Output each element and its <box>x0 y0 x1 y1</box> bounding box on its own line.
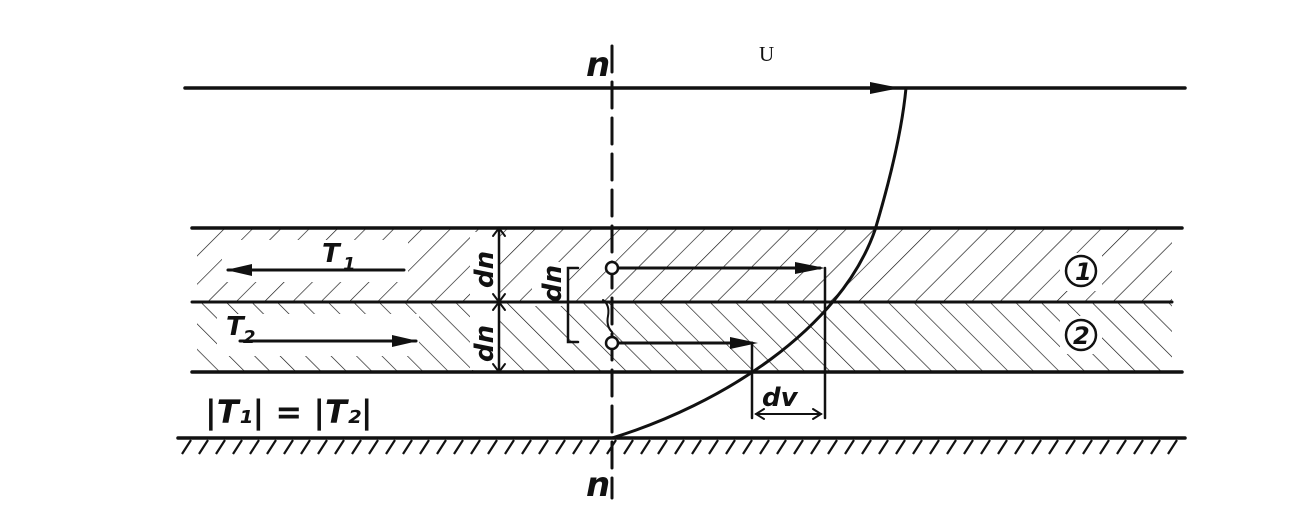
tau2-subscript: 2 <box>243 327 256 348</box>
wall-hatch-stroke <box>249 439 260 455</box>
wall-hatch-stroke <box>1116 439 1127 455</box>
wall-hatch-stroke <box>232 439 243 455</box>
wall-hatch-stroke <box>657 439 668 455</box>
wall-hatch-stroke <box>1133 439 1144 455</box>
wall-hatch-stroke <box>419 439 430 455</box>
velocity-profile-curve <box>610 86 908 440</box>
wall-hatch-stroke <box>895 439 906 455</box>
wall-hatch-stroke <box>283 439 294 455</box>
dv-arrow-right <box>812 408 823 420</box>
wall-hatch-stroke <box>521 439 532 455</box>
dn-left-tick-mid-b <box>492 300 506 311</box>
wall-hatch-stroke <box>1065 439 1076 455</box>
tau2-label-bg <box>217 314 419 356</box>
wall-hatch-stroke <box>572 439 583 455</box>
wall-hatch-stroke <box>453 439 464 455</box>
wall-hatch-stroke <box>385 439 396 455</box>
wall-hatch-stroke <box>691 439 702 455</box>
wall-hatch-stroke <box>861 439 872 455</box>
wall-hatch-stroke <box>368 439 379 455</box>
dn-left-tick-bottom <box>492 363 506 374</box>
wall-hatch-stroke <box>963 439 974 455</box>
velocity-vector-upper-head <box>795 262 825 274</box>
tau2-label: T <box>226 312 246 342</box>
wall-hatch-stroke <box>980 439 991 455</box>
dv-label: dv <box>762 383 799 413</box>
velocity-vector-lower-head <box>730 337 758 349</box>
wall-hatch-stroke <box>929 439 940 455</box>
wall-hatching <box>181 439 1178 455</box>
tau1-label: T <box>322 239 342 269</box>
wall-hatch-stroke <box>555 439 566 455</box>
tau1-subscript: 1 <box>343 254 356 275</box>
wall-hatch-stroke <box>725 439 736 455</box>
wall-hatch-stroke <box>198 439 209 455</box>
wall-hatch-stroke <box>351 439 362 455</box>
wall-hatch-stroke <box>844 439 855 455</box>
wall-hatch-stroke <box>878 439 889 455</box>
wall-hatch-stroke <box>759 439 770 455</box>
dn-mid-label-bg <box>532 262 568 306</box>
equality-label: |T₁| = |T₂| <box>205 393 373 432</box>
dv-arrow-left <box>754 408 765 420</box>
wall-hatch-stroke <box>334 439 345 455</box>
wall-hatch-stroke <box>623 439 634 455</box>
wall-hatch-stroke <box>470 439 481 455</box>
wall-hatch-stroke <box>181 439 192 455</box>
wall-hatch-stroke <box>300 439 311 455</box>
wall-hatch-stroke <box>946 439 957 455</box>
wall-hatch-stroke <box>827 439 838 455</box>
dn-label-mid: dn <box>538 265 568 302</box>
wall-hatch-stroke <box>810 439 821 455</box>
layer-2-circle <box>1064 318 1098 352</box>
wall-hatch-stroke <box>266 439 277 455</box>
dn-label-left-lower: dn <box>470 325 500 362</box>
layer-1-number: 1 <box>1075 258 1092 286</box>
wall-hatch-stroke <box>997 439 1008 455</box>
wall-hatch-stroke <box>1014 439 1025 455</box>
wall-hatch-stroke <box>1031 439 1042 455</box>
wall-hatch-stroke <box>487 439 498 455</box>
tau2-arrowhead <box>392 335 418 347</box>
wall-hatch-stroke <box>215 439 226 455</box>
wall-hatch-stroke <box>589 439 600 455</box>
wall-hatch-stroke <box>912 439 923 455</box>
wall-hatch-stroke <box>1167 439 1178 455</box>
dn-mid-bracket <box>566 266 580 344</box>
wall-hatch-stroke <box>1099 439 1110 455</box>
tau1-arrowhead <box>226 264 252 276</box>
wall-hatch-stroke <box>640 439 651 455</box>
wall-hatch-stroke <box>1082 439 1093 455</box>
wall-hatch-stroke <box>504 439 515 455</box>
dn-left-tick-top <box>492 226 506 237</box>
wall-hatch-stroke <box>1048 439 1059 455</box>
point-upper <box>604 260 620 276</box>
dn-mid-brace-right <box>602 299 613 333</box>
wall-hatch-stroke <box>776 439 787 455</box>
wall-hatch-stroke <box>708 439 719 455</box>
wall-hatch-stroke <box>317 439 328 455</box>
layer-2-number: 2 <box>1073 322 1090 350</box>
layer-1-circle <box>1064 254 1098 288</box>
wall-hatch-stroke <box>742 439 753 455</box>
tau1-label-bg <box>222 240 408 282</box>
velocity-label: U <box>759 42 774 66</box>
wall-hatch-stroke <box>674 439 685 455</box>
point-lower <box>604 335 620 351</box>
axis-label-top: n <box>586 45 610 85</box>
wall-hatch-stroke <box>1150 439 1161 455</box>
velocity-arrowhead <box>870 82 900 94</box>
wall-hatch-stroke <box>793 439 804 455</box>
wall-hatch-stroke <box>436 439 447 455</box>
wall-hatch-stroke <box>538 439 549 455</box>
axis-label-bottom: n <box>586 465 610 505</box>
dn-label-left-upper: dn <box>470 251 500 288</box>
wall-hatch-stroke <box>402 439 413 455</box>
